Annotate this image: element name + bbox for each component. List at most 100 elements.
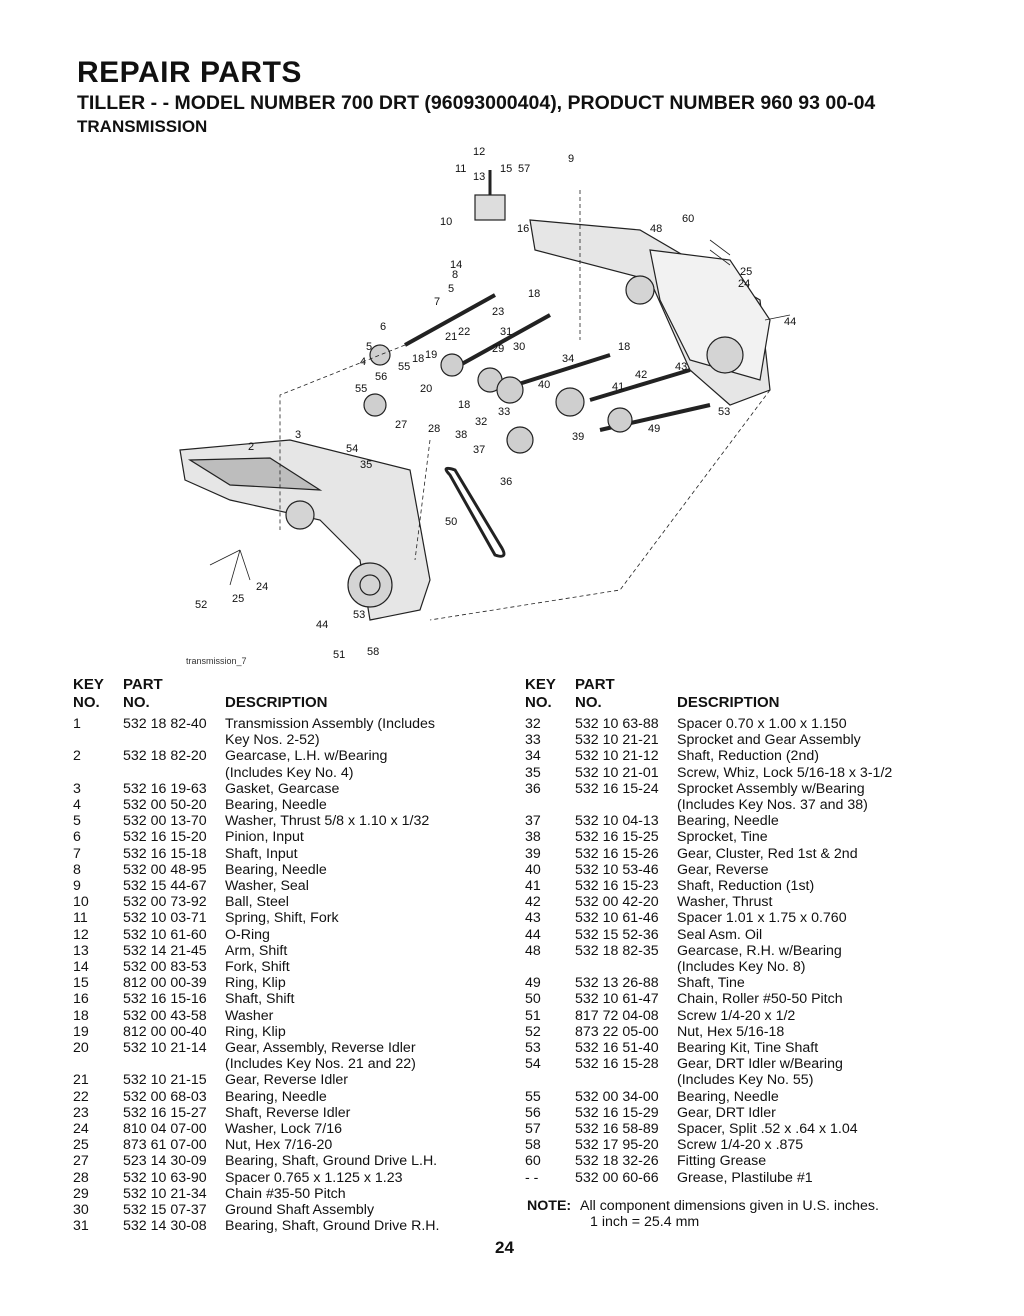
part-number: 532 00 43-58 [123, 1007, 207, 1024]
key-number: 44 [525, 926, 541, 943]
description-line: (Includes Key Nos. 21 and 22) [225, 1056, 416, 1073]
part-number: 532 15 07-37 [123, 1202, 207, 1219]
part-number: 532 10 04-13 [575, 813, 659, 830]
svg-text:30: 30 [513, 341, 525, 353]
table-row: 56 532 16 15-29 Gear, DRT Idler [525, 1105, 965, 1121]
part-description: Gear, Cluster, Red 1st & 2nd [677, 846, 965, 862]
svg-text:20: 20 [420, 383, 432, 395]
part-number: 532 16 15-29 [575, 1104, 659, 1121]
svg-text:25: 25 [740, 266, 752, 278]
key-number: 49 [525, 975, 541, 992]
part-description: Nut, Hex 7/16-20 [225, 1137, 513, 1153]
part-description: Sprocket, Tine [677, 829, 965, 845]
part-description: Shaft, Input [225, 846, 513, 862]
page-title: REPAIR PARTS [77, 56, 302, 89]
key-number: 38 [525, 829, 541, 846]
part-number: 532 10 63-88 [575, 716, 659, 732]
part-number: 532 00 13-70 [123, 813, 207, 830]
svg-text:39: 39 [572, 431, 584, 443]
svg-text:51: 51 [333, 649, 345, 660]
key-number: 36 [525, 780, 541, 797]
description-line: Washer, Thrust [677, 894, 773, 911]
key-number: 39 [525, 845, 541, 862]
description-line: Bearing, Needle [677, 1088, 779, 1105]
description-line: Washer, Thrust 5/8 x 1.10 x 1/32 [225, 813, 430, 830]
table-header: KEY NO. PART NO. DESCRIPTION [525, 676, 965, 716]
part-description: Chain #35-50 Pitch [225, 1186, 513, 1202]
key-number: 57 [525, 1121, 541, 1138]
part-number: 532 10 21-14 [123, 1040, 207, 1057]
part-description: Gear, DRT Idler [677, 1105, 965, 1121]
svg-text:55: 55 [355, 383, 367, 395]
key-number: 33 [525, 732, 541, 749]
part-number: 812 00 00-40 [123, 1023, 207, 1040]
header-key-2: NO. [525, 694, 552, 711]
part-description: Bearing, Needle [225, 1089, 513, 1105]
svg-text:13: 13 [473, 171, 485, 183]
header-description: DESCRIPTION [677, 694, 780, 711]
key-number: 40 [525, 861, 541, 878]
key-number: 20 [73, 1040, 89, 1057]
key-number: 28 [73, 1169, 89, 1186]
description-line: Sprocket, Tine [677, 829, 768, 846]
description-line: Shaft, Reverse Idler [225, 1104, 351, 1121]
part-number: 532 16 19-63 [123, 780, 207, 797]
part-number: 532 16 15-24 [575, 780, 659, 797]
svg-text:4: 4 [360, 356, 366, 368]
svg-text:54: 54 [346, 443, 358, 455]
part-description: Shaft, Reverse Idler [225, 1105, 513, 1121]
svg-text:40: 40 [538, 379, 550, 391]
key-number: 53 [525, 1040, 541, 1057]
key-number: 56 [525, 1104, 541, 1121]
key-number: 15 [73, 975, 89, 992]
key-number: 29 [73, 1185, 89, 1202]
part-description: Bearing, Shaft, Ground Drive L.H. [225, 1153, 513, 1169]
description-line: Pinion, Input [225, 829, 304, 846]
svg-text:42: 42 [635, 369, 647, 381]
part-description: Spacer, Split .52 x .64 x 1.04 [677, 1121, 965, 1137]
part-description: Shaft, Reduction (1st) [677, 878, 965, 894]
part-number: 532 00 60-66 [575, 1169, 659, 1186]
key-number: 50 [525, 991, 541, 1008]
part-description: Ball, Steel [225, 894, 513, 910]
part-number: 532 16 15-20 [123, 829, 207, 846]
section-title: TRANSMISSION [77, 117, 208, 136]
key-number: 32 [525, 716, 541, 732]
svg-text:58: 58 [367, 646, 379, 658]
part-description: Gear, Reverse Idler [225, 1072, 513, 1088]
svg-text:10: 10 [440, 216, 452, 228]
part-number: 532 14 21-45 [123, 942, 207, 959]
description-line: Sprocket and Gear Assembly [677, 732, 861, 749]
part-description: Sprocket Assembly w/Bearing(Includes Key… [677, 781, 965, 813]
key-number: 21 [73, 1072, 89, 1089]
svg-text:37: 37 [473, 444, 485, 456]
part-description: Seal Asm. Oil [677, 927, 965, 943]
key-number: 9 [73, 878, 81, 895]
description-line: (Includes Key No. 55) [677, 1072, 814, 1089]
part-number: 532 16 15-25 [575, 829, 659, 846]
description-line: Spacer 0.765 x 1.125 x 1.23 [225, 1169, 403, 1186]
svg-text:43: 43 [675, 361, 687, 373]
header-part-1: PART [575, 676, 615, 693]
description-line: Shaft, Reduction (1st) [677, 878, 815, 895]
part-description: Washer, Lock 7/16 [225, 1121, 513, 1137]
description-line: Arm, Shift [225, 942, 288, 959]
part-description: Sprocket and Gear Assembly [677, 732, 965, 748]
part-number: 532 16 15-16 [123, 991, 207, 1008]
